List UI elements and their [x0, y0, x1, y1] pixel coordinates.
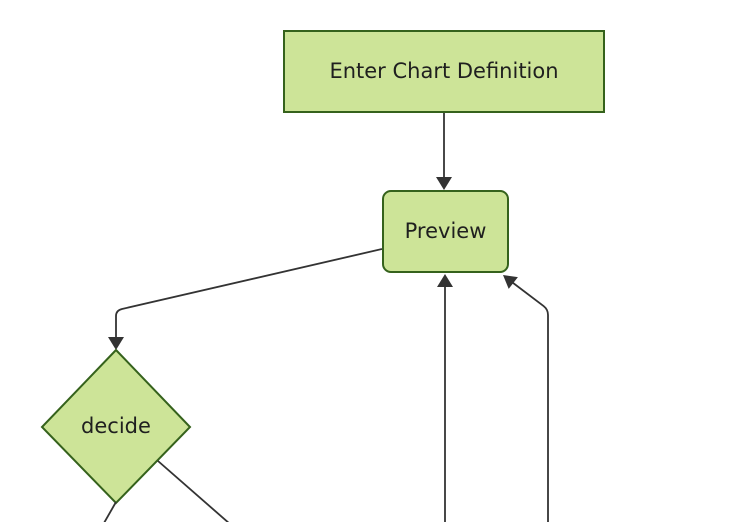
arrowhead-into-decide-top [108, 337, 124, 350]
arrowhead-into-preview-top [436, 177, 452, 190]
node-preview: Preview [382, 190, 509, 273]
node-preview-label: Preview [404, 218, 487, 243]
edge-preview-to-decide [115, 248, 383, 338]
node-enter-chart-definition-label: Enter Chart Definition [329, 58, 559, 83]
edge-decide-exit-bottom-left [103, 501, 117, 522]
node-enter-chart-definition: Enter Chart Definition [283, 30, 605, 113]
edge-decide-exit-bottom-right [157, 460, 230, 522]
arrowhead-into-preview-corner [503, 275, 518, 289]
arrowhead-into-preview-bottom [437, 274, 453, 287]
node-decide-label: decide [81, 414, 151, 439]
edge-bottom-right-to-preview [511, 281, 549, 522]
